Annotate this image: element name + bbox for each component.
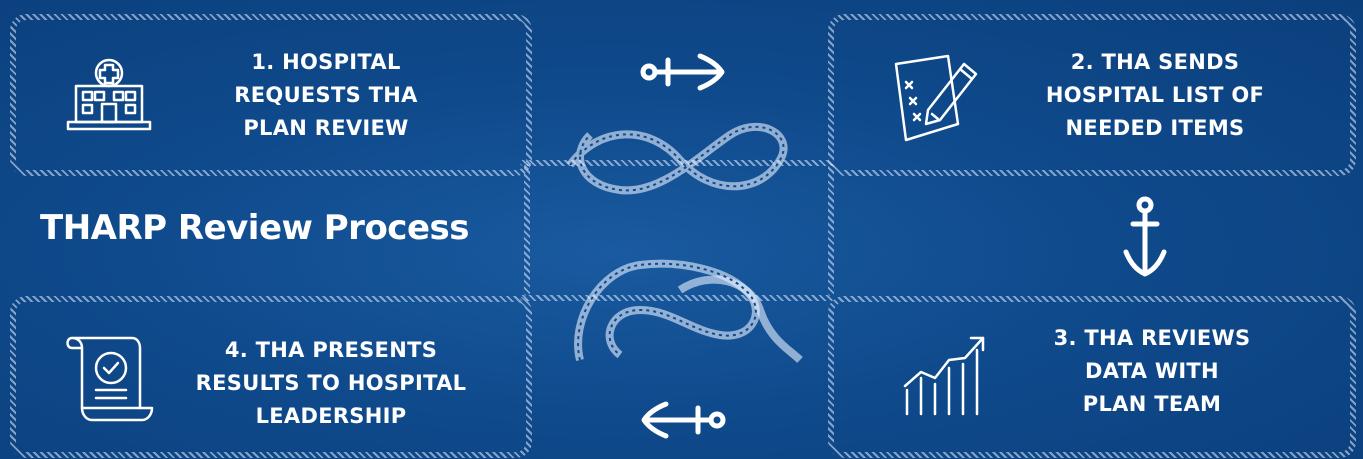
- anchor-arrow-right-icon: [640, 52, 728, 92]
- page-title: THARP Review Process: [40, 208, 469, 248]
- rope-connector-left: [524, 164, 530, 296]
- anchor-arrow-down-icon: [1122, 196, 1168, 278]
- step-1-label: 1. HOSPITAL REQUESTS THA PLAN REVIEW: [196, 46, 456, 145]
- growth-chart-icon: [903, 334, 988, 416]
- step-4-label: 4. THA PRESENTS RESULTS TO HOSPITAL LEAD…: [176, 334, 486, 433]
- anchor-arrow-left-icon: [638, 400, 726, 440]
- rope-connector-right: [828, 164, 834, 296]
- step-2-label: 2. THA SENDS HOSPITAL LIST OF NEEDED ITE…: [1020, 46, 1290, 145]
- reef-knot-icon: [560, 250, 800, 370]
- hospital-icon: [66, 56, 152, 130]
- figure-eight-knot-icon: [560, 115, 800, 205]
- step-3-label: 3. THA REVIEWS DATA WITH PLAN TEAM: [1022, 322, 1282, 421]
- checklist-pencil-icon: [892, 54, 982, 144]
- certificate-scroll-icon: [66, 334, 156, 422]
